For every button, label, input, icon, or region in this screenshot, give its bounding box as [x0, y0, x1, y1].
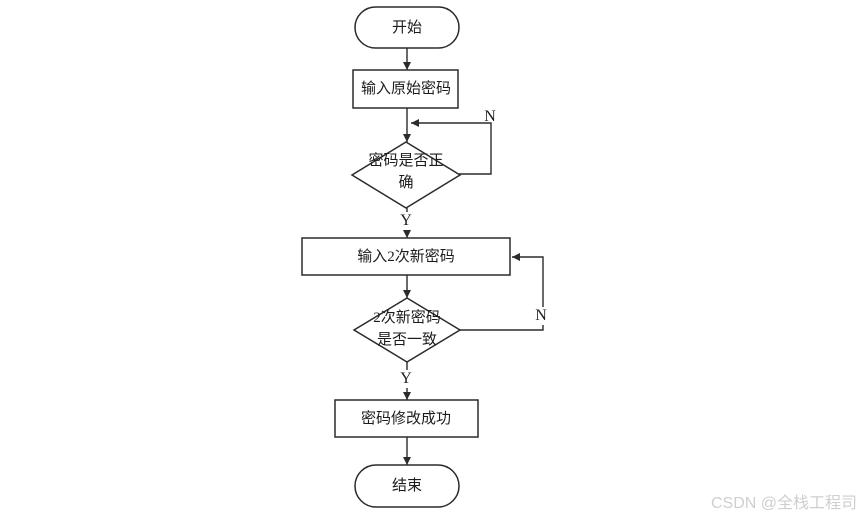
branch-label-password-yes: Y	[398, 212, 414, 230]
branch-label-password-no: N	[484, 108, 496, 125]
connector-decision1-no-loop	[411, 119, 492, 175]
branch-label-match-no: N	[533, 307, 549, 325]
input-original-password-label: 输入原始密码	[360, 81, 452, 97]
end-node	[354, 464, 460, 508]
input-original-password-node	[352, 69, 459, 109]
password-correct-decision-label: 密码是否正 确	[368, 153, 444, 191]
password-change-success-label: 密码修改成功	[360, 411, 452, 427]
start-node	[354, 6, 460, 49]
start-node-label: 开始	[391, 20, 423, 36]
input-new-password-node	[301, 237, 511, 276]
input-new-password-label: 输入2次新密码	[357, 249, 455, 265]
password-change-success-node	[334, 399, 479, 438]
passwords-match-decision	[352, 297, 462, 363]
branch-label-match-yes: Y	[398, 370, 414, 388]
passwords-match-decision-label: 2次新密码 是否一致	[373, 310, 441, 348]
end-node-label: 结束	[391, 478, 423, 494]
connector-decision2-no-loop	[460, 253, 544, 331]
password-correct-decision	[350, 141, 462, 209]
csdn-watermark: CSDN @全栈工程司	[710, 495, 857, 512]
